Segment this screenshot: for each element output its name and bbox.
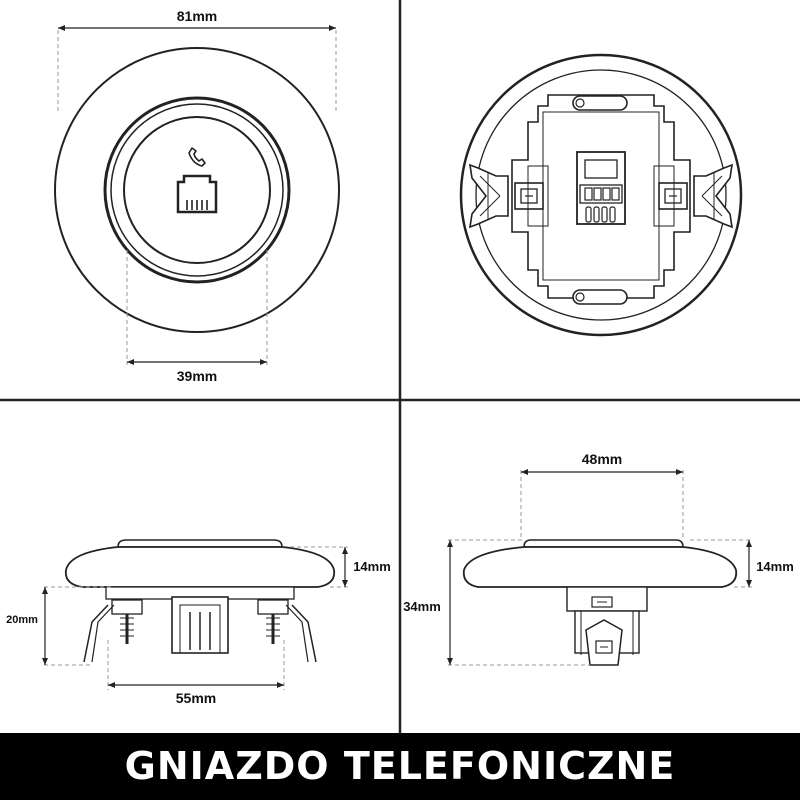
side-left-screw <box>111 599 143 644</box>
left-claw <box>469 163 509 229</box>
handset-icon <box>188 147 206 167</box>
side-right-screw <box>257 599 289 644</box>
side-cover-height-label: 14mm <box>353 559 391 574</box>
left-screw-terminal <box>514 182 544 210</box>
inner-diameter-label: 39mm <box>177 368 217 384</box>
side-left-claw <box>83 604 109 663</box>
profile-cover-height-label: 14mm <box>756 559 794 574</box>
profile-cover-cap <box>523 539 684 548</box>
front-view-panel: 81mm 39mm <box>54 8 340 384</box>
profile-top-width-label: 48mm <box>582 451 622 467</box>
profile-view-panel: 48mm 14mm 34mm <box>403 451 794 666</box>
profile-total-height-label: 34mm <box>403 599 441 614</box>
profile-cover <box>462 546 738 588</box>
product-title: GNIAZDO TELEFONICZNE <box>124 744 676 788</box>
side-base-width-label: 55mm <box>176 690 216 706</box>
rj-jack-icon <box>176 174 218 214</box>
right-claw <box>693 163 733 229</box>
right-screw-terminal <box>658 182 688 210</box>
back-view-panel <box>459 53 743 337</box>
side-view-panel: 14mm 20mm 55mm <box>6 539 391 706</box>
center-cap <box>123 116 271 264</box>
side-cover-cap <box>117 539 283 548</box>
rj-module <box>576 151 626 225</box>
profile-mechanism <box>566 586 648 666</box>
bottom-mount-slot <box>572 289 628 305</box>
side-cover <box>64 546 336 588</box>
side-right-claw <box>291 604 317 663</box>
mounting-plate <box>511 94 691 299</box>
side-base-height-label: 20mm <box>6 614 38 626</box>
top-mount-slot <box>572 95 628 111</box>
outer-diameter-label: 81mm <box>177 8 217 24</box>
product-title-banner: GNIAZDO TELEFONICZNE <box>0 733 800 800</box>
